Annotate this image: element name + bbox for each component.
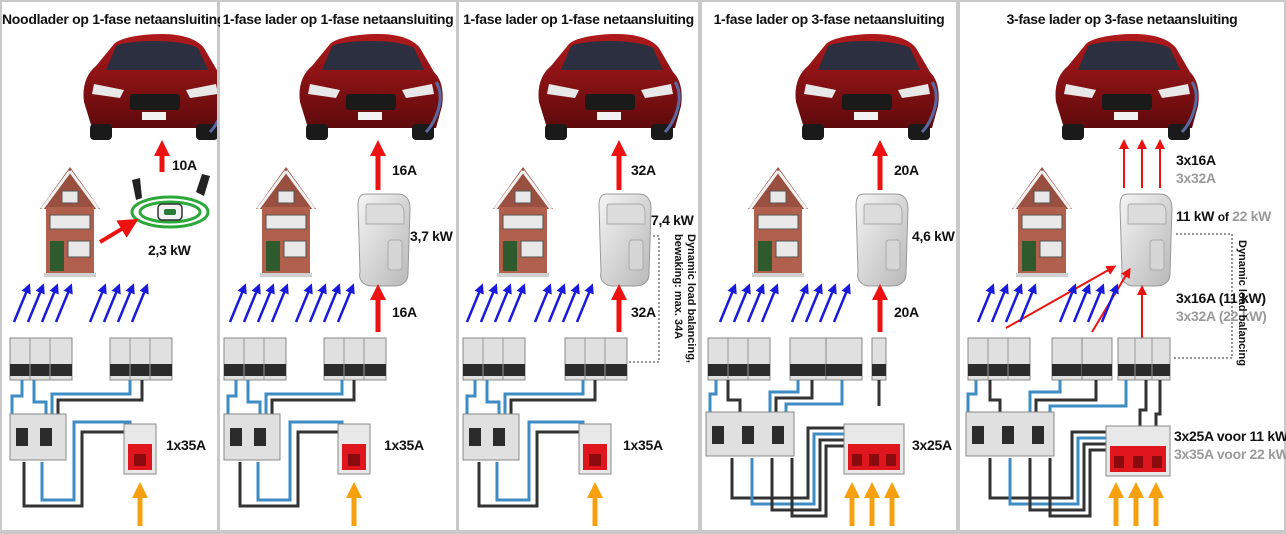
circuit-breaker-icon bbox=[967, 337, 1031, 381]
circuit-breaker-icon bbox=[323, 337, 387, 381]
wiring bbox=[708, 380, 881, 518]
circuit-breaker-icon bbox=[462, 413, 520, 461]
circuit-breaker-icon bbox=[1081, 337, 1113, 381]
connection-alt-label: 3x35A voor 22 kW bbox=[1174, 446, 1286, 462]
grid-supply-arrows bbox=[843, 481, 901, 526]
charger-power-label: 11 kW of 22 kW bbox=[1176, 208, 1272, 224]
charger-current-label: 16A bbox=[392, 162, 417, 178]
charger-power-label: 2,3 kW bbox=[148, 242, 191, 258]
load-balancing-note: Dynamic load balancing bbox=[1236, 240, 1248, 366]
circuit-breaker-icon bbox=[223, 337, 287, 381]
main-fuse-icon bbox=[337, 423, 371, 475]
connection-label: 1x35A bbox=[623, 437, 663, 453]
wiring bbox=[226, 380, 356, 508]
connection-label: 1x35A bbox=[384, 437, 424, 453]
main-fuse-icon bbox=[843, 423, 905, 475]
portable-charger-icon bbox=[130, 174, 210, 229]
house-supply-arrows bbox=[465, 283, 594, 323]
wallbox-charger-icon bbox=[598, 193, 652, 287]
charger-to-car-arrows bbox=[1119, 139, 1165, 188]
circuit-breaker-icon bbox=[109, 337, 173, 381]
connection-label: 3x25A bbox=[912, 437, 952, 453]
circuit-breaker-icon bbox=[1051, 337, 1083, 381]
charger-power-label: 4,6 kW bbox=[912, 228, 955, 244]
car-icon bbox=[1055, 34, 1199, 140]
panel-title: 1-fase lader op 3-fase netaansluiting bbox=[713, 11, 945, 27]
connection-label: 3x25A voor 11 kW bbox=[1174, 428, 1286, 444]
panel-title: Noodlader op 1-fase netaansluiting bbox=[2, 11, 226, 27]
wiring bbox=[966, 380, 1162, 518]
panel-title: 1-fase lader op 1-fase netaansluiting bbox=[222, 11, 454, 27]
feed-to-charger-arrows bbox=[1005, 265, 1147, 338]
panel-title: 3-fase lader op 3-fase netaansluiting bbox=[1006, 11, 1238, 27]
circuit-breaker-icon bbox=[707, 337, 771, 381]
circuit-breaker-icon bbox=[789, 337, 827, 381]
circuit-breaker-icon bbox=[462, 337, 526, 381]
load-balancing-bracket bbox=[1174, 233, 1233, 359]
feed-current-label: 3x16A (11 kW) bbox=[1176, 290, 1266, 306]
panel-1phase-32a: 1-fase lader op 1-fase netaansluiting 32… bbox=[459, 2, 698, 530]
wallbox-charger-icon bbox=[1119, 193, 1173, 287]
charger-current-alt-label: 3x32A bbox=[1176, 170, 1216, 186]
load-balancing-note: Dynamic load balancing, bewaking: max. 3… bbox=[672, 234, 697, 363]
house-icon bbox=[256, 167, 316, 277]
wiring bbox=[465, 380, 597, 508]
wallbox-charger-icon bbox=[855, 193, 909, 287]
house-icon bbox=[40, 167, 100, 277]
main-fuse-icon bbox=[123, 423, 157, 475]
connection-label: 1x35A bbox=[166, 437, 206, 453]
circuit-breaker-icon bbox=[1117, 337, 1171, 381]
car-icon bbox=[299, 34, 443, 140]
circuit-breaker-icon bbox=[9, 413, 67, 461]
feed-current-label: 32A bbox=[631, 304, 656, 320]
circuit-breaker-icon bbox=[564, 337, 628, 381]
circuit-breaker-icon bbox=[965, 411, 1055, 457]
main-fuse-icon bbox=[1105, 425, 1171, 477]
charger-current-label: 20A bbox=[894, 162, 919, 178]
charger-current-label: 10A bbox=[172, 157, 197, 173]
load-balancing-bracket bbox=[629, 235, 660, 363]
wallbox-charger-icon bbox=[357, 193, 411, 287]
panel-1phase-16a: 1-fase lader op 1-fase netaansluiting 16… bbox=[220, 2, 456, 530]
circuit-breaker-icon bbox=[9, 337, 73, 381]
charger-current-label: 3x16A bbox=[1176, 152, 1216, 168]
panel-1phase-on-3phase: 1-fase lader op 3-fase netaansluiting 20… bbox=[702, 2, 956, 530]
main-fuse-icon bbox=[578, 423, 612, 475]
car-icon bbox=[538, 34, 682, 140]
house-supply-arrows bbox=[976, 283, 1119, 323]
charger-current-label: 32A bbox=[631, 162, 656, 178]
feed-current-label: 20A bbox=[894, 304, 919, 320]
charger-power-label: 7,4 kW bbox=[651, 212, 694, 228]
feed-current-label: 16A bbox=[392, 304, 417, 320]
wiring bbox=[10, 380, 144, 508]
circuit-breaker-icon bbox=[705, 411, 795, 457]
grid-supply-arrows bbox=[1107, 481, 1165, 526]
panel-3phase-on-3phase: 3-fase lader op 3-fase netaansluiting 3x… bbox=[960, 2, 1286, 530]
house-supply-arrows bbox=[718, 283, 851, 323]
house-to-charger-arrow bbox=[98, 218, 139, 244]
house-supply-arrows bbox=[12, 283, 149, 323]
house-icon bbox=[493, 167, 553, 277]
circuit-breaker-icon bbox=[223, 413, 281, 461]
car-icon bbox=[795, 34, 939, 140]
panel-emergency-charger: Noodlader op 1-fase netaansluiting 10A 2… bbox=[2, 2, 226, 530]
house-supply-arrows bbox=[228, 283, 355, 323]
house-icon bbox=[748, 167, 808, 277]
feed-current-alt-label: 3x32A (22 kW) bbox=[1176, 308, 1267, 324]
circuit-breaker-icon bbox=[825, 337, 863, 381]
car-icon bbox=[83, 34, 217, 140]
circuit-breaker-icon bbox=[871, 337, 887, 381]
charger-power-label: 3,7 kW bbox=[410, 228, 453, 244]
panel-title: 1-fase lader op 1-fase netaansluiting bbox=[463, 11, 694, 27]
house-icon bbox=[1012, 167, 1072, 277]
